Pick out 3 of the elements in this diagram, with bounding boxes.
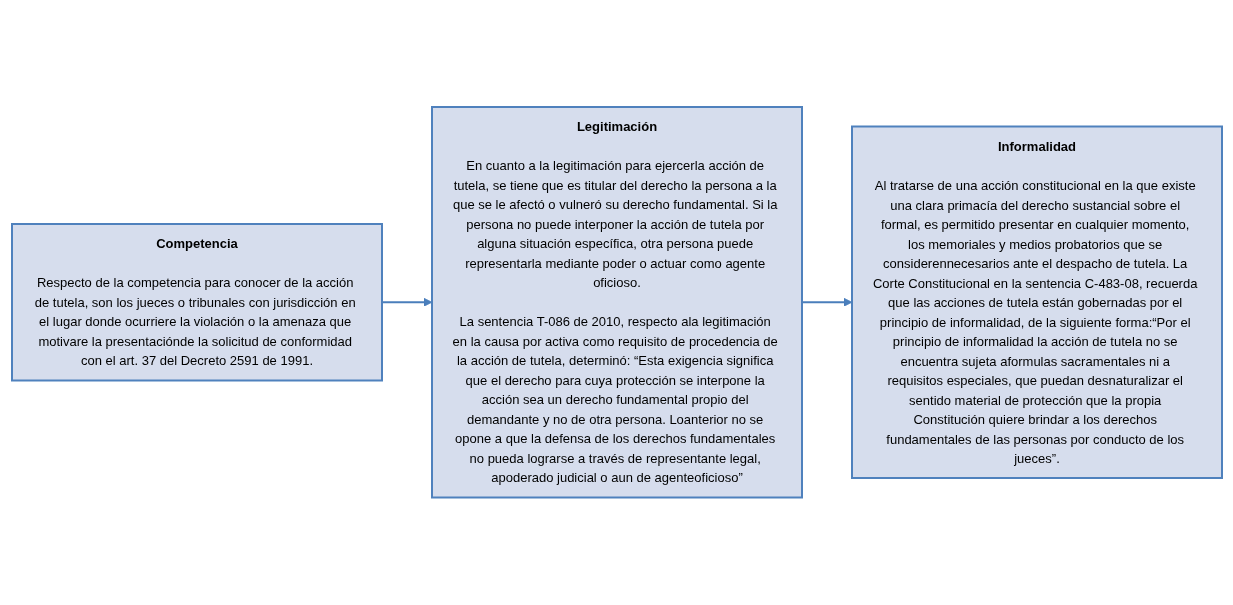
- node-box: Informalidad Al tratarse de una acción constitucional en la que existe una clara primacía del derecho sustancial sobre el formal, es permitido presentar en cualquier momento, los memoriales y medios probatorios que se considerennecesarios ante el despacho de tutela. La Corte Constitucional en la sentencia C-483-08, recuerda que las acciones de tutela están gobernadas por el principio de informalidad, de la siguiente forma:“Por el principio de informalidad la acción de tutela no se encuentra sujeta aformulas sacramentales ni a requisitos especiales, que puedan desnaturalizar el sentido material de protección que la propia Constitución quiere brindar a los derechos fundamentales de las personas por conducto de los jueces”.: [850, 125, 1223, 480]
- node-box: Competencia Respecto de la competencia para conocer de la acción de tutela, son los jueces o tribunales con jurisdicción en el lugar donde ocurriere la violación o la amenaza que motivare la presentaciónde la solicitud de conformidad con el art. 37 del Decreto 2591 de 1991.: [10, 223, 383, 382]
- node-box: Legitimación En cuanto a la legitimación para ejercerla acción de tutela, se tiene que es titular del derecho la persona a la que se le afectó o vulneró su derecho fundamental. Si la persona no puede interponer la acción de tutela por alguna situación específica, otra persona puede representarla mediante poder o actuar como agente oficioso. La sentencia T-086 de 2010, respecto ala legitimación en la causa por activa como requisito de procedencia de la acción de tutela, determinó: “Esta exigencia significa que el derecho para cuya protección se interpone la acción sea un derecho fundamental propio del demandante y no de otra persona. Loanterior no se opone a que la defensa de los derechos fundamentales no pueda lograrse a través de representante legal, apoderado judicial o aun de agenteoficioso”: [430, 106, 803, 499]
